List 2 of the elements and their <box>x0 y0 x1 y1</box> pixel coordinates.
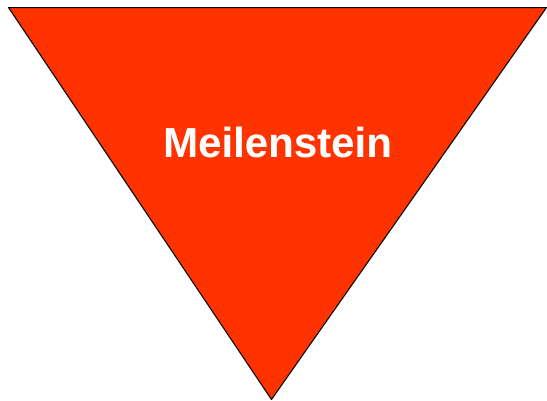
milestone-label: Meilenstein <box>163 119 392 167</box>
milestone-triangle <box>8 7 547 400</box>
